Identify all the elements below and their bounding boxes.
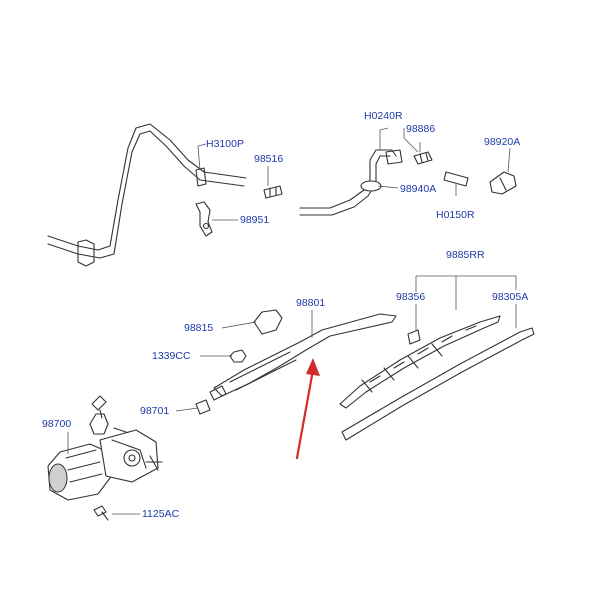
part-labels: H3100P 98516 98951 H0240R 98886 98920A 9… xyxy=(42,110,528,520)
label-98920a: 98920A xyxy=(484,136,520,148)
label-98951: 98951 xyxy=(240,214,269,226)
nozzle-98920a xyxy=(489,171,517,195)
wiper-blade-9885rr xyxy=(339,315,501,409)
label-9885rr: 9885RR xyxy=(446,249,485,261)
label-98516: 98516 xyxy=(254,153,283,165)
label-h0150r: H0150R xyxy=(436,209,475,221)
bolt-1125ac xyxy=(93,505,109,521)
label-98886: 98886 xyxy=(406,123,435,135)
bracket-98951 xyxy=(195,201,213,237)
washer-hose-right xyxy=(299,149,403,216)
clip-98356 xyxy=(407,329,421,345)
label-98815: 98815 xyxy=(184,322,213,334)
label-1125ac: 1125AC xyxy=(142,508,180,520)
hose-h0150r xyxy=(443,171,469,187)
red-pointer-arrow xyxy=(295,358,320,460)
wiper-motor-98700 xyxy=(47,395,163,501)
clip-98516 xyxy=(263,185,283,199)
refill-98305a xyxy=(341,327,535,441)
label-98356: 98356 xyxy=(396,291,425,303)
connector-98886 xyxy=(413,151,433,165)
label-h3100p: H3100P xyxy=(206,138,244,150)
washer-hose-assembly xyxy=(47,123,247,267)
cover-98701 xyxy=(195,399,211,415)
cap-98815 xyxy=(253,309,283,335)
label-h0240r: H0240R xyxy=(364,110,403,122)
label-1339cc: 1339CC xyxy=(152,350,191,362)
leader-lines xyxy=(67,127,517,515)
nut-1339cc xyxy=(229,349,247,363)
wiper-arm-98801 xyxy=(209,313,397,401)
label-98700: 98700 xyxy=(42,418,71,430)
label-98701: 98701 xyxy=(140,405,169,417)
label-98940a: 98940A xyxy=(400,183,436,195)
label-98801: 98801 xyxy=(296,297,325,309)
label-98305a: 98305A xyxy=(492,291,528,303)
